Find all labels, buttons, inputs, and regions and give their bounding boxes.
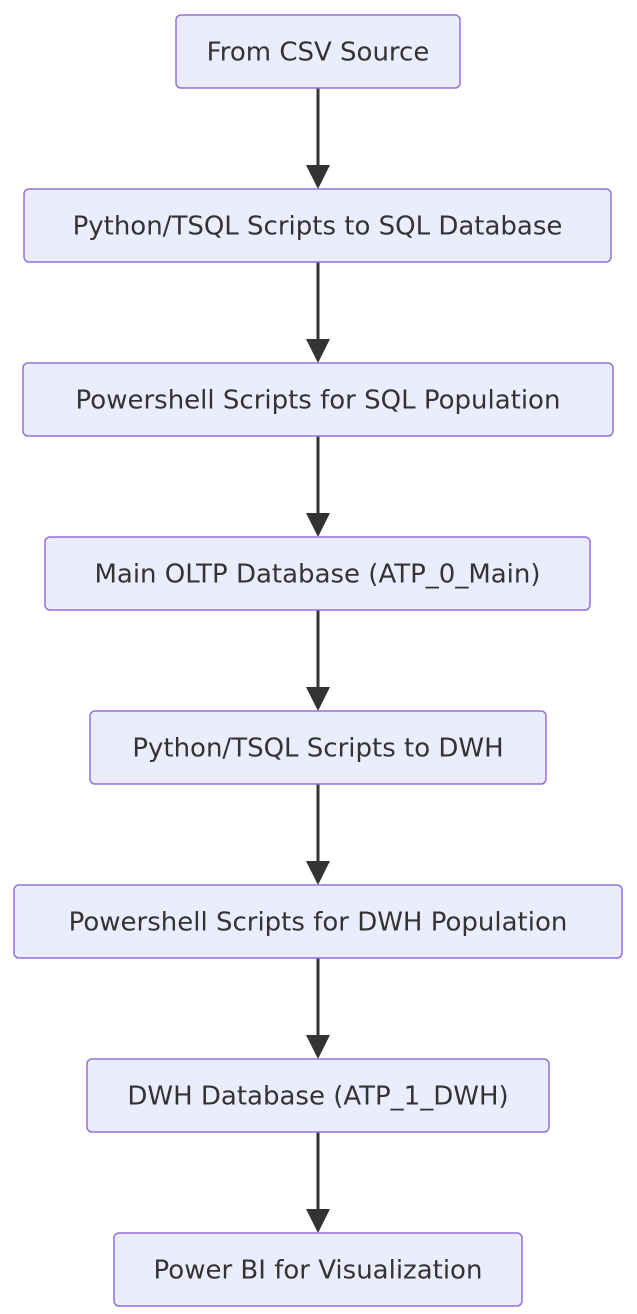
edges-layer (306, 88, 330, 1233)
node-box (89, 710, 547, 785)
node-ps-dwh-pop: Powershell Scripts for DWH Population (13, 884, 623, 959)
node-box (13, 884, 623, 959)
edge-py-tsql-sql-to-ps-sql-pop (306, 262, 330, 363)
arrowhead-icon (306, 513, 330, 537)
arrowhead-icon (306, 1209, 330, 1233)
arrowhead-icon (306, 339, 330, 363)
node-py-tsql-sql: Python/TSQL Scripts to SQL Database (23, 188, 612, 263)
arrowhead-icon (306, 165, 330, 189)
edge-ps-sql-pop-to-oltp-db (306, 436, 330, 537)
node-label: Python/TSQL Scripts to SQL Database (73, 212, 563, 242)
node-box (23, 188, 612, 263)
node-box (44, 536, 591, 611)
node-label: DWH Database (ATP_1_DWH) (127, 1082, 508, 1112)
node-box (175, 14, 461, 89)
node-powerbi: Power BI for Visualization (113, 1232, 523, 1307)
node-py-tsql-dwh: Python/TSQL Scripts to DWH (89, 710, 547, 785)
node-box (22, 362, 614, 437)
arrowhead-icon (306, 861, 330, 885)
node-label: From CSV Source (207, 38, 430, 68)
edge-py-tsql-dwh-to-ps-dwh-pop (306, 784, 330, 885)
node-label: Power BI for Visualization (154, 1256, 483, 1286)
edge-dwh-db-to-powerbi (306, 1132, 330, 1233)
node-box (113, 1232, 523, 1307)
node-oltp-db: Main OLTP Database (ATP_0_Main) (44, 536, 591, 611)
node-dwh-db: DWH Database (ATP_1_DWH) (86, 1058, 550, 1133)
node-label: Main OLTP Database (ATP_0_Main) (94, 560, 540, 590)
arrowhead-icon (306, 1035, 330, 1059)
node-label: Python/TSQL Scripts to DWH (132, 734, 503, 764)
edge-csv-source-to-py-tsql-sql (306, 88, 330, 189)
node-label: Powershell Scripts for DWH Population (69, 908, 568, 938)
node-csv-source: From CSV Source (175, 14, 461, 89)
edge-ps-dwh-pop-to-dwh-db (306, 958, 330, 1059)
node-label: Powershell Scripts for SQL Population (76, 386, 561, 416)
node-ps-sql-pop: Powershell Scripts for SQL Population (22, 362, 614, 437)
edge-oltp-db-to-py-tsql-dwh (306, 610, 330, 711)
node-box (86, 1058, 550, 1133)
arrowhead-icon (306, 687, 330, 711)
